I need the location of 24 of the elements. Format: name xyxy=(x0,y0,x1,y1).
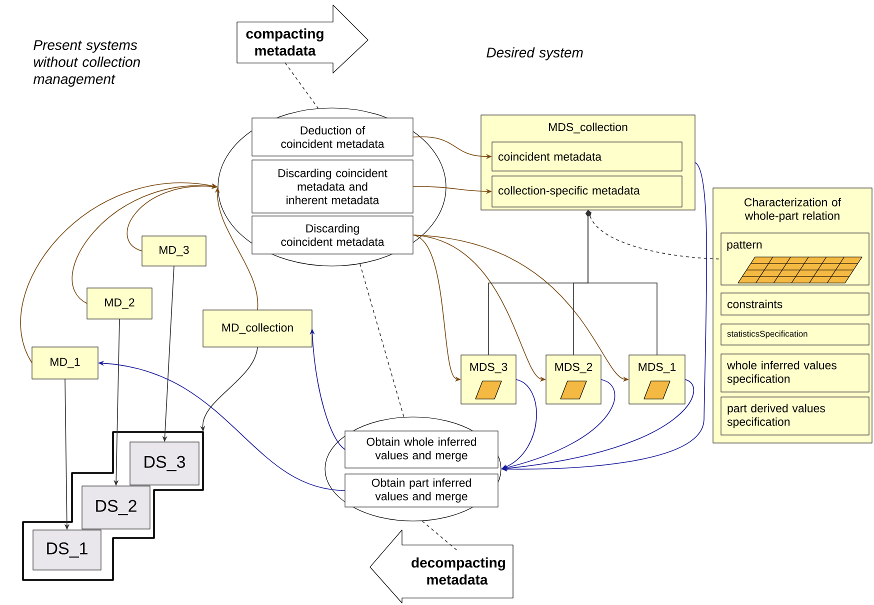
section-heading: Desired system xyxy=(486,47,583,60)
metadata-box: MD_collection xyxy=(202,310,312,348)
process-box: Obtain whole inferred values and merge xyxy=(344,430,498,468)
attribute-box: part derived values specification xyxy=(720,396,870,436)
metadata-box: MD_1 xyxy=(32,346,98,380)
dataset-box: DS_3 xyxy=(130,442,200,486)
connector-line xyxy=(284,62,319,109)
process-box: Obtain part inferred values and merge xyxy=(344,474,498,508)
section-heading: Present systems without collection management xyxy=(33,40,140,87)
attribute-box: whole inferred values specification xyxy=(720,354,870,392)
dataset-box: DS_2 xyxy=(82,486,150,530)
connector-line xyxy=(422,520,458,551)
dataset-box: DS_1 xyxy=(32,530,102,570)
attribute-box: coincident metadata xyxy=(492,142,682,172)
attribute-box: collection-specific metadata xyxy=(492,176,682,208)
metadata-box: MD_3 xyxy=(142,236,206,266)
connector-line xyxy=(586,210,658,356)
metadata-box: MD_2 xyxy=(86,288,152,320)
attribute-box: constraints xyxy=(720,292,870,316)
process-box: Discarding coincident metadata xyxy=(252,216,414,254)
process-box: Discarding coincident metadata and inherent metadata xyxy=(252,160,414,214)
process-box: Deduction of coincident metadata xyxy=(252,118,414,156)
attribute-box: statisticsSpecification xyxy=(720,324,870,346)
connector-line xyxy=(360,264,404,418)
